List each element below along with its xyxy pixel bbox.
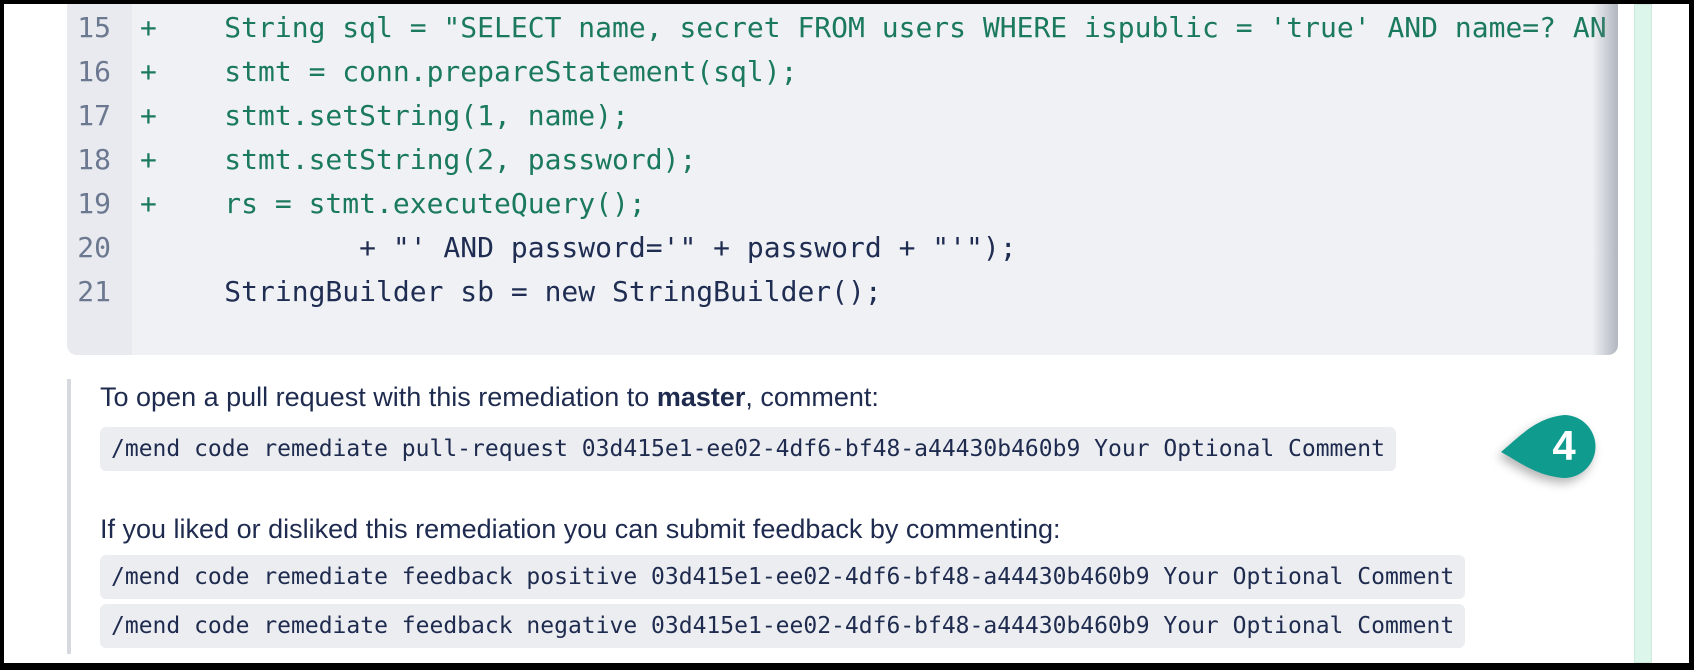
code-line-text: + "' AND password='" + password + "'"); [140, 230, 1017, 264]
code-line-text: + stmt.setString(2, password); [140, 142, 697, 176]
code-line: 18 + stmt.setString(2, password); [67, 137, 1618, 181]
line-number: 21 [77, 274, 111, 308]
pull-request-command-code: /mend code remediate pull-request 03d415… [100, 427, 1396, 471]
command-row: /mend code remediate pull-request 03d415… [100, 427, 1487, 471]
mint-side-strip [1634, 4, 1652, 663]
remediation-instructions-quote: To open a pull request with this remedia… [67, 379, 1487, 654]
code-line: 15 + String sql = "SELECT name, secret F… [67, 5, 1618, 49]
command-row: /mend code remediate feedback negative 0… [100, 604, 1487, 648]
feedback-instruction-text: If you liked or disliked this remediatio… [100, 514, 1061, 544]
code-line-text: + String sql = "SELECT name, secret FROM… [140, 10, 1607, 44]
line-number: 19 [77, 186, 111, 220]
annotation-number: 4 [1552, 422, 1576, 469]
line-number: 17 [77, 98, 111, 132]
code-line: 21 StringBuilder sb = new StringBuilder(… [67, 269, 1618, 313]
pull-request-instruction-text: To open a pull request with this remedia… [100, 381, 1487, 414]
left-arrow-teardrop-icon: 4 [1501, 415, 1596, 478]
command-row: /mend code remediate feedback positive 0… [100, 555, 1487, 599]
code-line: 17 + stmt.setString(1, name); [67, 93, 1618, 137]
feedback-positive-command-code: /mend code remediate feedback positive 0… [100, 555, 1466, 599]
code-line-text: + rs = stmt.executeQuery(); [140, 186, 646, 220]
code-line: 20 + "' AND password='" + password + "'"… [67, 225, 1618, 269]
line-number: 15 [77, 10, 111, 44]
code-line-text: StringBuilder sb = new StringBuilder(); [140, 274, 882, 308]
feedback-negative-command-code: /mend code remediate feedback negative 0… [100, 604, 1466, 648]
annotation-pointer-badge: 4 [1498, 408, 1602, 488]
code-diff-block[interactable]: 15 + String sql = "SELECT name, secret F… [67, 4, 1618, 355]
line-number: 16 [77, 54, 111, 88]
pr-instruction-suffix: , comment: [745, 382, 879, 412]
code-line-text: + stmt = conn.prepareStatement(sql); [140, 54, 798, 88]
code-line: 19 + rs = stmt.executeQuery(); [67, 181, 1618, 225]
pr-instruction-prefix: To open a pull request with this remedia… [100, 382, 657, 412]
line-number: 20 [77, 230, 111, 264]
line-number: 18 [77, 142, 111, 176]
branch-name: master [656, 382, 746, 412]
code-line: 16 + stmt = conn.prepareStatement(sql); [67, 49, 1618, 93]
code-line-text: + stmt.setString(1, name); [140, 98, 629, 132]
